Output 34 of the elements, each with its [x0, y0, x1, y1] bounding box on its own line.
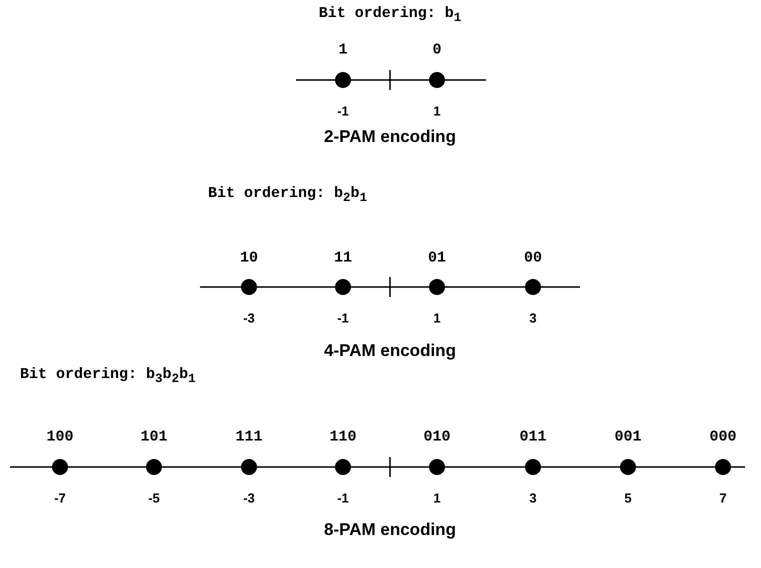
amplitude-label: 7 — [719, 490, 727, 506]
encoding-caption: 4-PAM encoding — [324, 341, 456, 361]
bit-ordering-title: Bit ordering: b$_{3}$b$_{2}$b$_{1}$ — [20, 366, 196, 386]
amplitude-label: 3 — [529, 310, 537, 326]
bit-label: 111 — [236, 428, 262, 446]
amplitude-label: 5 — [624, 490, 632, 506]
amplitude-label: 1 — [433, 104, 441, 118]
amplitude-label: -3 — [243, 310, 255, 326]
bit-label: 000 — [710, 428, 736, 446]
bit-ordering-title: Bit ordering: b$_{2}$b$_{1}$ — [208, 185, 368, 205]
bit-label: 001 — [614, 428, 642, 446]
amplitude-label: -7 — [54, 490, 66, 506]
bit-label: 101 — [140, 428, 168, 446]
bit-label: 11 — [334, 250, 352, 266]
bit-label: 01 — [428, 250, 446, 266]
amplitude-label: 3 — [529, 490, 537, 506]
bit-label: 0 — [432, 42, 442, 58]
amplitude-label: -5 — [148, 490, 160, 506]
amplitude-label: 1 — [433, 310, 441, 326]
bit-label: 010 — [424, 428, 450, 446]
amplitude-label: 1 — [433, 490, 441, 506]
amplitude-label: -1 — [337, 310, 349, 326]
encoding-caption: 8-PAM encoding — [324, 520, 456, 540]
amplitude-label: -1 — [337, 490, 349, 506]
amplitude-label: -3 — [243, 490, 255, 506]
amplitude-label: -1 — [337, 104, 349, 118]
bit-label: 00 — [524, 250, 542, 266]
bit-ordering-title: Bit ordering: b$_{1}$ — [318, 5, 462, 25]
bit-label: 10 — [240, 250, 258, 266]
bit-label: 1 — [338, 42, 348, 58]
bit-label: 011 — [520, 428, 546, 446]
encoding-caption: 2-PAM encoding — [324, 127, 456, 147]
bit-label: 100 — [46, 428, 74, 446]
bit-label: 110 — [330, 428, 356, 446]
